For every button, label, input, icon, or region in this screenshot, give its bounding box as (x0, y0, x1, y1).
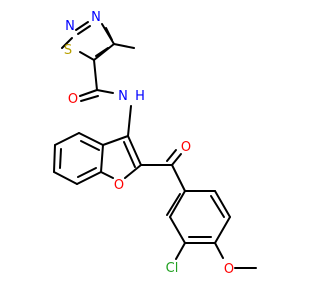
atom-label-n2: N (91, 10, 101, 25)
bond-nh-c3 (127, 105, 132, 137)
bond-c-nh (96, 89, 114, 94)
bond-c7-c7a-inner (77, 167, 97, 178)
bond-ar2-ar3 (169, 216, 186, 244)
bond-ketone-o (171, 153, 182, 166)
atom-label-s: S (64, 43, 72, 58)
bond-ketone-aryl (171, 164, 186, 192)
atom-label-cl: Cl (166, 261, 179, 276)
bond-n-n (75, 21, 89, 31)
bond-c3-c2-double (123, 141, 136, 168)
structure-canvas: S N N O N H O O Cl O (53, 10, 257, 277)
bond-c3-c3a (102, 135, 129, 146)
bond-c6-c7 (53, 171, 78, 185)
atom-label-h-amide: H (135, 89, 145, 104)
bond-c3a-c7a (100, 144, 104, 173)
bond-c5b-c6 (53, 144, 56, 173)
molecule-structure: S N N O N H O O Cl O (53, 10, 257, 277)
atom-label-n1: N (65, 19, 75, 34)
bond-ar5-ar6 (214, 190, 231, 218)
bond-ar3-cl (175, 242, 186, 260)
bond-n-n-double (77, 25, 91, 35)
atom-label-o-amide: O (68, 92, 78, 107)
bond-c4-methyl (113, 43, 135, 49)
bond-c3a-c4-inner (80, 140, 100, 151)
bond-c4-c5 (93, 43, 115, 61)
bond-c3a-c4 (78, 132, 104, 146)
bond-ar1-ar2 (169, 190, 186, 218)
bond-c5-carbonyl (93, 59, 98, 91)
bond-c2-o (124, 164, 142, 179)
bond-o-c7a (100, 171, 114, 179)
bond-co-amide (79, 89, 98, 97)
bond-n-c4-double (105, 27, 113, 41)
atom-label-o-ketone: O (181, 140, 191, 155)
bond-ar4-o (214, 242, 224, 259)
bond-c4-c5-double (95, 47, 109, 57)
atom-labels: S N N O N H O O Cl O (64, 10, 234, 277)
bond-s-n (61, 37, 73, 49)
atom-label-o-furan: O (114, 178, 124, 193)
atom-label-n-amide: N (118, 89, 128, 104)
bond-c5b-c6-inner (59, 148, 62, 169)
bond-ar1-ar2-inner (166, 193, 181, 216)
bond-ketone-o-double (166, 149, 177, 162)
bond-ar4-ar5 (214, 216, 231, 244)
atom-label-o-methoxy: O (224, 262, 234, 277)
bond-ar5-ar6-inner (210, 195, 225, 218)
bond-c7-c7a (76, 171, 102, 185)
bond-c4-c5b (54, 132, 80, 146)
bond-s-c5 (79, 51, 95, 61)
bond-co-amide-double (80, 95, 99, 102)
bonds (53, 21, 257, 269)
bond-c3-c2 (127, 135, 142, 166)
